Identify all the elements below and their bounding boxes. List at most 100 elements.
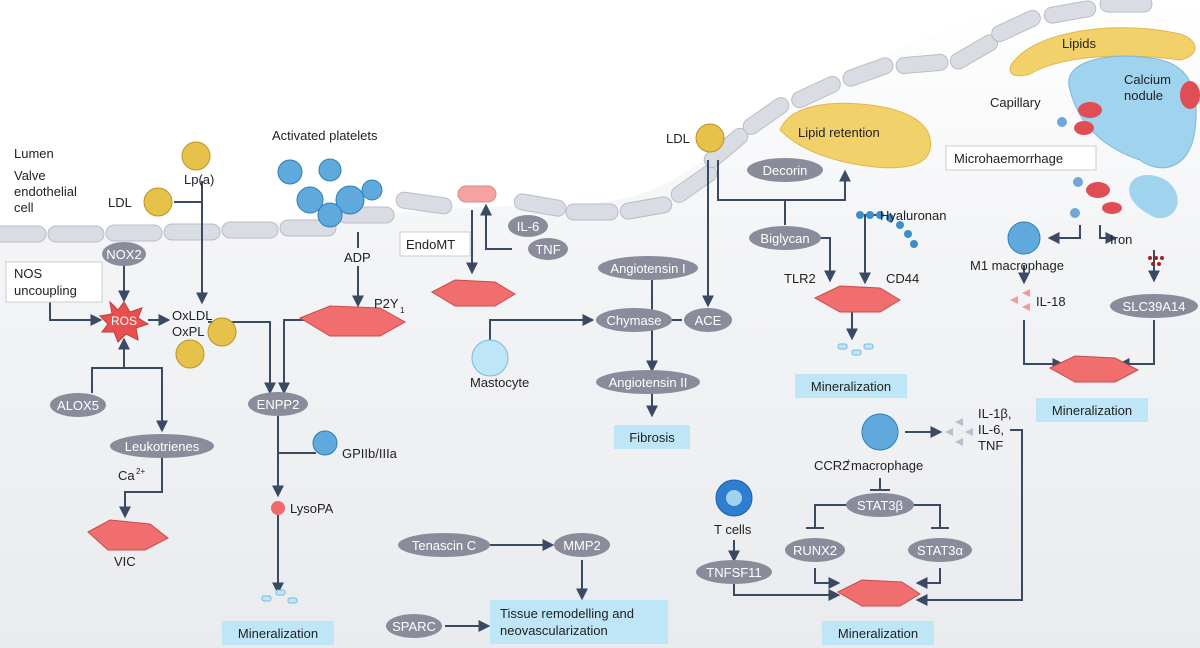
node-leukotrienes: Leukotrienes [110, 434, 214, 458]
il6-label: IL-6 [517, 219, 539, 234]
ccr2-macrophage-icon [861, 413, 899, 451]
ace-label: ACE [695, 313, 722, 328]
node-tnf: TNF [528, 238, 568, 260]
nos-label-1: NOS [14, 266, 43, 281]
tnf-label: TNF [535, 242, 560, 257]
node-tenascin: Tenascin C [398, 533, 490, 557]
tnf-right-label: TNF [978, 438, 1003, 453]
valve-label-1: Valve [14, 168, 46, 183]
node-il6: IL-6 [508, 215, 548, 237]
lipids-region [1009, 27, 1196, 77]
m1-macrophage-icon [1007, 221, 1041, 255]
mineralization-mid-label: Mineralization [811, 379, 891, 394]
cytokine-triangles-icon [945, 418, 973, 446]
box-endomt: EndoMT [399, 231, 471, 257]
node-biglycan: Biglycan [749, 226, 821, 250]
il6-right-label: IL-6, [978, 422, 1004, 437]
oxldl-label: OxLDL [172, 308, 212, 323]
lpa-label: Lp(a) [184, 172, 214, 187]
valve-endothelium [0, 0, 1153, 243]
hyaluronan-chain-icon [856, 211, 918, 248]
mineralization-bottom-label: Mineralization [838, 626, 918, 641]
ldl-particle-icon [143, 123, 725, 369]
chymase-label: Chymase [607, 313, 662, 328]
box-mineralization-mid: Mineralization [795, 374, 907, 398]
box-mineralization-right: Mineralization [1036, 398, 1148, 422]
activated-platelets-icon [277, 158, 383, 456]
capillary-label: Capillary [990, 95, 1041, 110]
node-slc39a14: SLC39A14 [1110, 294, 1198, 318]
platelet-small [1057, 117, 1083, 218]
runx2-label: RUNX2 [793, 543, 837, 558]
endomt-label: EndoMT [406, 237, 455, 252]
lysopa-label: LysoPA [290, 501, 334, 516]
node-stat3a: STAT3α [908, 538, 972, 562]
node-stat3b: STAT3β [846, 493, 914, 517]
gpiib-label: GPIIb/IIIa [342, 446, 398, 461]
node-angiotensin2: Angiotensin II [596, 370, 700, 394]
microhaemorrhage-label: Microhaemorrhage [954, 151, 1063, 166]
ccr2-label: CCR2 [814, 458, 849, 473]
tissue-label-2: neovascularization [500, 623, 608, 638]
mineralization-right-label: Mineralization [1052, 403, 1132, 418]
ldl-left-label: LDL [108, 195, 132, 210]
stat3b-label: STAT3β [857, 498, 903, 513]
activated-platelets-label: Activated platelets [272, 128, 378, 143]
node-tnfsf11: TNFSF11 [696, 560, 772, 584]
box-tissue-remodelling: Tissue remodelling and neovascularizatio… [490, 600, 668, 644]
box-mineralization-left: Mineralization [222, 621, 334, 645]
pathway-arrows [49, 160, 1160, 632]
box-mineralization-bottom: Mineralization [822, 621, 934, 645]
il18-label: IL-18 [1036, 294, 1066, 309]
ccr2-sup-label: + [846, 457, 851, 466]
node-chymase: Chymase [596, 308, 672, 332]
ros-label: ROS [111, 314, 137, 328]
tcells-label: T cells [714, 522, 752, 537]
endomt-cell-in-layer [457, 185, 497, 203]
ca-sup-label: 2+ [136, 467, 145, 476]
vic-cells [87, 279, 1140, 607]
il1b-label: IL-1β, [978, 406, 1012, 421]
box-fibrosis: Fibrosis [614, 425, 690, 449]
node-nox2: NOX2 [102, 242, 146, 266]
nox2-label: NOX2 [106, 247, 141, 262]
vic-label: VIC [114, 554, 136, 569]
cd44-label: CD44 [886, 271, 919, 286]
calcium-label-1: Calcium [1124, 72, 1171, 87]
lipid-retention-region [779, 102, 932, 169]
m1-macrophage-label: M1 macrophage [970, 258, 1064, 273]
node-angiotensin1: Angiotensin I [598, 256, 698, 280]
tlr2-label: TLR2 [784, 271, 816, 286]
slc39a14-label: SLC39A14 [1123, 299, 1186, 314]
node-mmp2: MMP2 [554, 533, 610, 557]
lipids-label: Lipids [1062, 36, 1096, 51]
t-cell-nucleus [726, 490, 742, 506]
tenascin-label: Tenascin C [412, 538, 476, 553]
angiotensin2-label: Angiotensin II [609, 375, 688, 390]
sparc-label: SPARC [392, 619, 436, 634]
p2y-sub-label: 1 [400, 306, 405, 315]
calcium-nodule [1068, 55, 1197, 169]
node-decorin: Decorin [747, 158, 823, 182]
iron-label: Iron [1110, 232, 1132, 247]
iron-dots-icon [1148, 256, 1164, 266]
lysopa-dot [271, 501, 285, 515]
mineralization-left-label: Mineralization [238, 626, 318, 641]
valve-label-3: cell [14, 200, 34, 215]
mastocyte-icon [471, 339, 509, 377]
text-labels: Lumen Valve endothelial cell LDL Lp(a) A… [14, 36, 1171, 569]
p2y-label: P2Y [374, 296, 399, 311]
box-microhaemorrhage: Microhaemorrhage [945, 145, 1097, 171]
ccr2-rest-label: macrophage [851, 458, 923, 473]
box-nos-uncoupling: NOS uncoupling [5, 261, 103, 303]
oxpl-label: OxPL [172, 324, 205, 339]
node-ace: ACE [684, 308, 732, 332]
hyaluronan-label: Hyaluronan [880, 208, 947, 223]
alox5-label: ALOX5 [57, 398, 99, 413]
mineral-crystals-icon [261, 343, 874, 604]
node-enpp2: ENPP2 [248, 392, 308, 416]
mmp2-label: MMP2 [563, 538, 601, 553]
fibrosis-label: Fibrosis [629, 430, 675, 445]
leukotrienes-label: Leukotrienes [125, 439, 200, 454]
